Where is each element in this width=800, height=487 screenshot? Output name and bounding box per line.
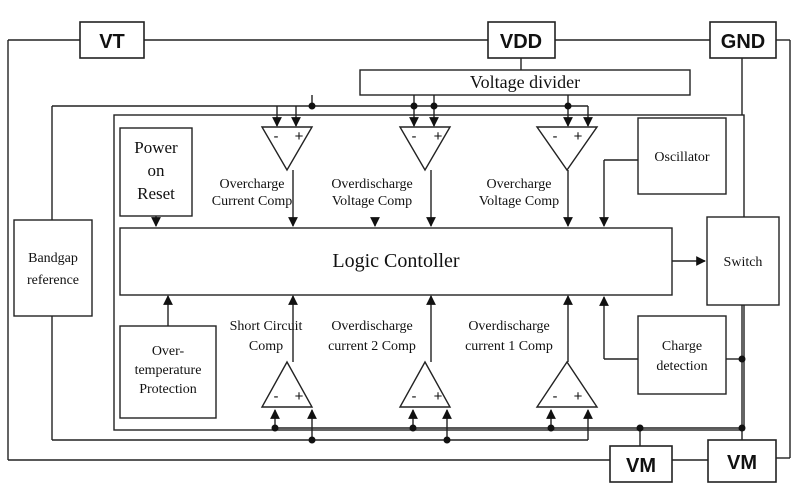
oscillator-label: Oscillator — [654, 150, 710, 165]
bottom-buses — [52, 409, 746, 446]
por-line2: on — [148, 161, 166, 180]
bandgap-line1: Bandgap — [28, 251, 78, 266]
sign-plus: + — [574, 128, 583, 145]
sign-minus: - — [274, 128, 279, 145]
label-overdischarge-voltage-2: Voltage Comp — [332, 194, 412, 209]
pin-vm-left-label: VM — [626, 455, 656, 477]
charge-line2: detection — [656, 359, 707, 374]
label-overcharge-current-2: Current Comp — [212, 194, 293, 209]
pin-gnd-label: GND — [721, 31, 765, 53]
label-short-circuit-2: Comp — [249, 339, 283, 354]
sign-plus: + — [434, 128, 443, 145]
bottom-comparator-labels: Short Circuit Comp Overdischarge current… — [230, 319, 553, 354]
por-line1: Power — [134, 138, 178, 157]
pin-vdd-label: VDD — [500, 31, 542, 53]
pin-vm-right-label: VM — [727, 452, 757, 474]
switch-label: Switch — [724, 255, 763, 270]
sign-plus: + — [574, 388, 583, 405]
sign-minus: - — [553, 388, 558, 405]
label-od-current2-2: current 2 Comp — [328, 339, 416, 354]
pin-vm-right: VM — [707, 439, 777, 483]
comparator-overdischarge-current-1 — [535, 360, 599, 408]
sign-minus: - — [553, 128, 558, 145]
label-overcharge-voltage-2: Voltage Comp — [479, 194, 559, 209]
power-on-reset-block: Power on Reset — [119, 127, 193, 227]
label-overdischarge-voltage-1: Overdischarge — [331, 177, 412, 192]
label-od-current2-1: Overdischarge — [331, 319, 412, 334]
overtemp-line1: Over- — [152, 344, 185, 359]
label-od-current1-1: Overdischarge — [468, 319, 549, 334]
comparator-overcharge-voltage — [535, 126, 599, 172]
bandgap-block: Bandgap reference — [13, 219, 93, 440]
charge-detection-block: Charge detection — [599, 296, 746, 395]
comparator-short-circuit — [260, 360, 314, 408]
sign-plus: + — [295, 388, 304, 405]
label-overcharge-current-1: Overcharge — [219, 177, 284, 192]
pin-vm-left: VM — [609, 445, 673, 483]
comparator-overdischarge-voltage — [398, 126, 452, 172]
reference-bus — [51, 95, 593, 220]
bandgap-line2: reference — [27, 273, 79, 288]
switch-block: Switch — [706, 216, 780, 440]
pin-vt-label: VT — [99, 31, 125, 53]
sign-minus: - — [274, 388, 279, 405]
top-comparators: - + - + - + — [260, 126, 599, 227]
label-od-current1-2: current 1 Comp — [465, 339, 553, 354]
overtemp-line2: temperature — [135, 363, 202, 378]
pin-gnd: GND — [709, 21, 777, 59]
comparator-overcharge-current — [260, 126, 314, 172]
voltage-divider-block: Voltage divider — [359, 69, 691, 96]
sign-minus: - — [412, 128, 417, 145]
voltage-divider-label: Voltage divider — [470, 72, 580, 92]
logic-controller-block: Logic Contoller — [119, 227, 706, 296]
sign-plus: + — [434, 388, 443, 405]
label-short-circuit-1: Short Circuit — [230, 319, 303, 334]
bottom-comparators: - + - + - + — [260, 295, 599, 408]
label-overcharge-voltage-1: Overcharge — [486, 177, 551, 192]
charge-line1: Charge — [662, 339, 702, 354]
oscillator-block: Oscillator — [599, 117, 727, 227]
comparator-overdischarge-current-2 — [398, 360, 452, 408]
top-comparator-labels: Overcharge Current Comp Overdischarge Vo… — [212, 177, 559, 209]
por-line3: Reset — [137, 184, 175, 203]
pin-vt: VT — [79, 21, 145, 59]
over-temp-block: Over- temperature Protection — [119, 295, 217, 419]
sign-plus: + — [295, 128, 304, 145]
logic-label: Logic Contoller — [332, 250, 460, 272]
sign-minus: - — [412, 388, 417, 405]
outer-wires — [7, 39, 791, 461]
pin-vdd: VDD — [487, 21, 556, 59]
overtemp-line3: Protection — [139, 382, 197, 397]
